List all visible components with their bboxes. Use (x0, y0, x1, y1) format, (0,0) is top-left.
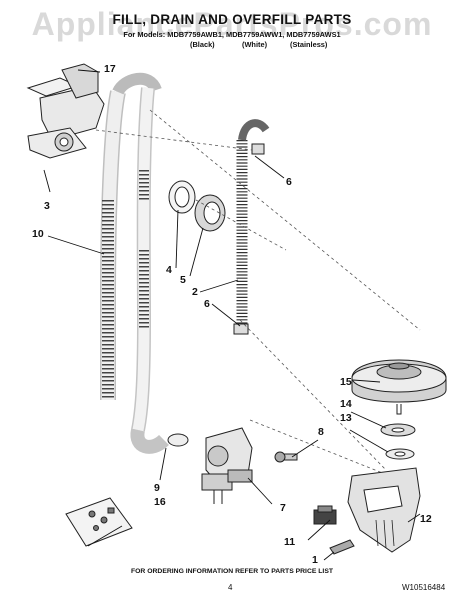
callout-5: 5 (180, 274, 186, 286)
fill-hose (130, 87, 169, 454)
water-valve (201, 427, 253, 504)
coiled-hose (236, 119, 270, 330)
float (351, 359, 447, 415)
variant-stainless: (Stainless) (290, 40, 328, 49)
screw (274, 451, 298, 463)
callout-4: 4 (166, 264, 172, 276)
page-title: FILL, DRAIN AND OVERFILL PARTS (112, 12, 352, 27)
hose-clamp (167, 433, 189, 447)
leader-lines (43, 69, 421, 561)
document-code: W10516484 (402, 583, 446, 592)
callout-6-lower: 6 (204, 298, 210, 310)
model-variants: (Black) (White) (Stainless) (0, 40, 464, 52)
hose-clamp-upper (251, 143, 265, 155)
callout-12: 12 (420, 513, 432, 525)
callout-6-upper: 6 (286, 176, 292, 188)
callout-10: 10 (32, 228, 44, 240)
callout-11: 11 (284, 536, 296, 548)
callout-13: 13 (340, 412, 352, 424)
watermark: AppliancePartsPros.com (31, 6, 433, 42)
callout-17: 17 (104, 63, 116, 75)
switch-lever (329, 539, 355, 555)
bracket-assembly (26, 63, 105, 159)
callout-14: 14 (340, 398, 352, 410)
drain-hose (100, 73, 162, 400)
hose-clamp-lower (233, 323, 249, 335)
callout-9: 9 (154, 482, 160, 494)
callout-7: 7 (280, 502, 286, 514)
callout-15: 15 (340, 376, 352, 388)
variant-white: (White) (242, 40, 268, 49)
page-number: 4 (228, 583, 233, 592)
float-switch-housing (347, 467, 421, 553)
callout-8: 8 (318, 426, 324, 438)
ordering-note: FOR ORDERING INFORMATION REFER TO PARTS … (130, 568, 334, 575)
callout-1: 1 (312, 554, 318, 566)
callout-16: 16 (154, 496, 166, 508)
variant-black: (Black) (190, 40, 215, 49)
callout-3: 3 (44, 200, 50, 212)
float-switch (313, 505, 337, 525)
guide-lines (95, 109, 421, 481)
parts-bag (65, 497, 133, 547)
callout-2: 2 (192, 286, 198, 298)
model-list: For Models: MDB7759AWB1, MDB7759AWW1, MD… (123, 30, 341, 39)
